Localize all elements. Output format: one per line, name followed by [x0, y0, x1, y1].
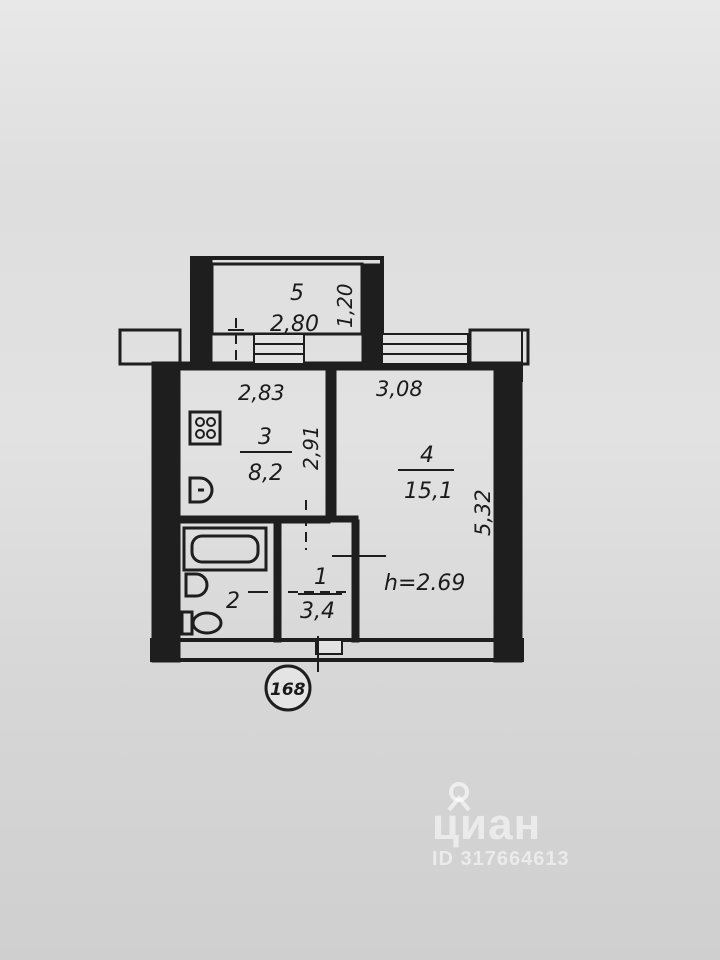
toilet-icon: [180, 610, 223, 636]
watermark-id: ID 317664613: [432, 848, 570, 870]
room5-area: 2,80: [270, 312, 319, 337]
room1-number: 1: [314, 565, 328, 590]
watermark-brand: циан: [432, 800, 542, 849]
bathtub-icon: [182, 526, 268, 572]
bathroom-sink-icon: [184, 572, 209, 598]
room3-number: 3: [258, 425, 272, 450]
room2-number: 2: [226, 589, 240, 614]
room4-area: 15,1: [404, 479, 453, 504]
ceiling-height: h=2.69: [384, 571, 465, 596]
room5-dim: 1,20: [333, 283, 357, 328]
window-bottom: [315, 639, 343, 655]
room4-number: 4: [420, 443, 434, 468]
room4-dim-width: 3,08: [376, 377, 423, 401]
apartment-number: 168: [270, 680, 306, 700]
room4-dim-height: 5,32: [471, 489, 495, 536]
section-lines: [228, 318, 523, 672]
stove-icon: [188, 410, 222, 446]
room3-dim-height: 2,91: [299, 425, 323, 470]
apartment-number-badge: 168: [264, 664, 312, 712]
room1-area: 3,4: [300, 599, 335, 624]
kitchen-sink-icon: [188, 476, 214, 504]
window-kitchen: [253, 333, 305, 365]
room5-number: 5: [290, 281, 304, 306]
balcony: [190, 256, 384, 368]
location-pin-icon: [447, 782, 471, 812]
walls: [118, 328, 530, 663]
room3-area: 8,2: [248, 461, 283, 486]
room3-dim-width: 2,83: [238, 381, 285, 405]
window-room: [381, 333, 469, 365]
